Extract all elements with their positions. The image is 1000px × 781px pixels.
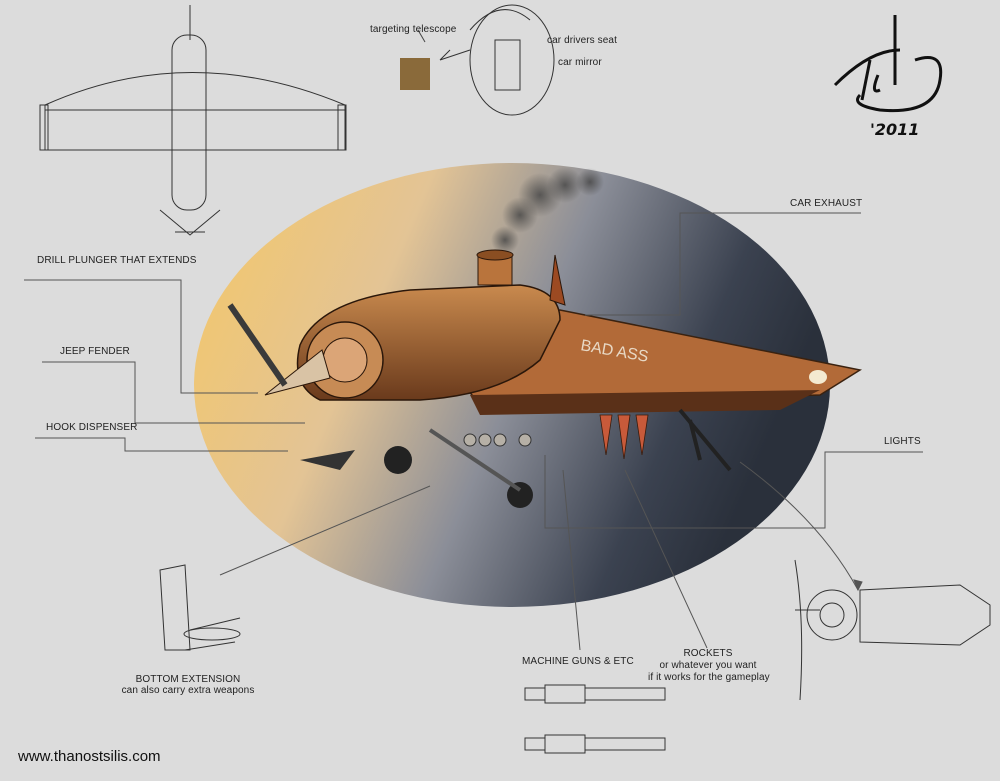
signature-year: '2011 (870, 120, 920, 139)
bottom-extension-title: BOTTOM EXTENSION (135, 674, 241, 685)
callout-bottom-extension: BOTTOM EXTENSION can also carry extra we… (118, 674, 258, 696)
rockets-line2: or whatever you want (659, 660, 757, 671)
callout-drill-plunger: DRILL PLUNGER THAT EXTENDS (37, 255, 197, 266)
machine-gun-sketch (524, 684, 666, 754)
flying-vehicle-illustration: BAD ASS (227, 249, 862, 508)
callout-targeting-telescope: targeting telescope (370, 24, 457, 35)
callout-machine-guns: MACHINE GUNS & ETC (522, 656, 634, 667)
website-link[interactable]: www.thanostsilis.com (18, 748, 161, 765)
callout-car-mirror: car mirror (558, 57, 602, 68)
callout-jeep-fender: JEEP FENDER (60, 346, 130, 357)
arrow-icon (417, 29, 426, 43)
bottom-extension-subtitle: can also carry extra weapons (121, 685, 255, 696)
exhaust-smoke-icon (491, 167, 604, 254)
bottom-extension-sketch (159, 564, 241, 651)
callout-car-drivers-seat: car drivers seat (547, 35, 617, 46)
callout-lights: LIGHTS (884, 436, 921, 447)
telescope-reference-photo (400, 58, 430, 90)
callout-lines (24, 212, 923, 651)
plane-top-view-sketch (39, 5, 347, 236)
rockets-line3: if it works for the gameplay (648, 672, 770, 683)
rockets-title: ROCKETS (683, 648, 733, 659)
artist-signature-logo (833, 15, 943, 113)
cockpit-sketch (439, 4, 555, 116)
callout-car-exhaust: CAR EXHAUST (790, 198, 863, 209)
callout-rockets: ROCKETS or whatever you want if it works… (648, 648, 770, 684)
callout-hook-dispenser: HOOK DISPENSER (46, 422, 138, 433)
engine-propeller-sketch (794, 559, 991, 701)
